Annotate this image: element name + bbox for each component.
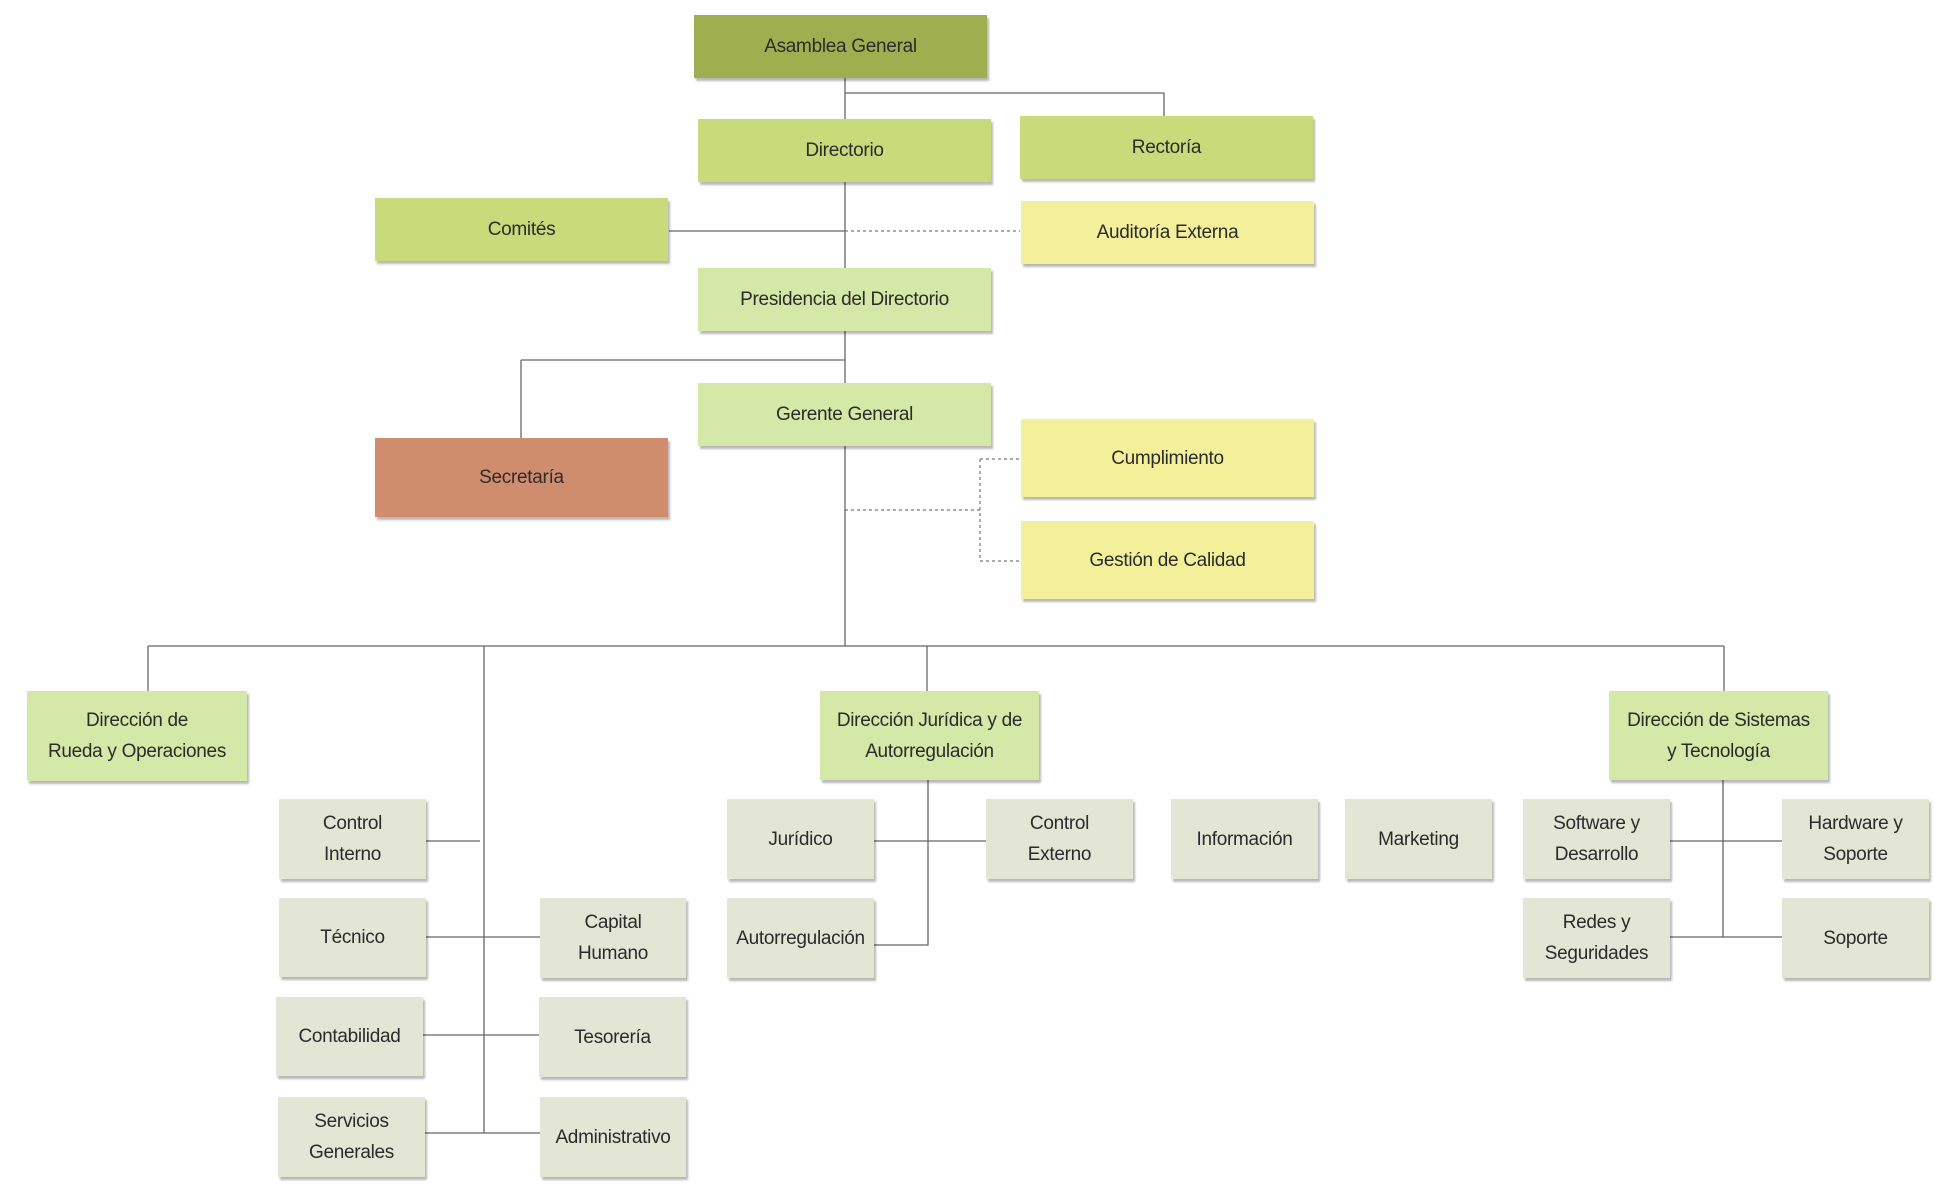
node-asamblea-general: Asamblea General — [694, 15, 987, 78]
node-informacion: Información — [1171, 799, 1318, 879]
node-tecnico: Técnico — [279, 898, 426, 977]
node-servicios-generales: Servicios Generales — [278, 1097, 425, 1177]
node-tesoreria: Tesorería — [539, 997, 686, 1077]
node-autorregulacion: Autorregulación — [727, 898, 874, 978]
node-marketing: Marketing — [1345, 799, 1492, 879]
node-administrativo: Administrativo — [540, 1097, 686, 1177]
node-juridico: Jurídico — [727, 799, 874, 879]
node-comites: Comités — [375, 198, 668, 261]
node-contabilidad: Contabilidad — [276, 997, 423, 1076]
node-hardware-soporte: Hardware y Soporte — [1782, 799, 1929, 879]
node-presidencia-directorio: Presidencia del Directorio — [698, 268, 991, 331]
node-rectoria: Rectoría — [1020, 116, 1313, 179]
node-directorio: Directorio — [698, 119, 991, 182]
node-soporte: Soporte — [1782, 898, 1929, 978]
node-software-desarrollo: Software y Desarrollo — [1523, 799, 1670, 879]
node-direccion-rueda: Dirección de Rueda y Operaciones — [27, 691, 247, 781]
connector — [845, 92, 1165, 116]
node-gerente-general: Gerente General — [698, 383, 991, 446]
node-capital-humano: Capital Humano — [540, 898, 686, 978]
node-direccion-juridica: Dirección Jurídica y de Autorregulación — [820, 691, 1039, 780]
node-direccion-sistemas: Dirección de Sistemas y Tecnología — [1609, 691, 1828, 780]
node-cumplimiento: Cumplimiento — [1021, 419, 1314, 497]
node-auditoria-externa: Auditoría Externa — [1021, 201, 1314, 264]
node-control-externo: Control Externo — [986, 799, 1133, 879]
node-gestion-calidad: Gestión de Calidad — [1021, 521, 1314, 599]
node-redes-seguridades: Redes y Seguridades — [1523, 898, 1670, 978]
connector — [874, 780, 929, 946]
node-secretaria: Secretaría — [375, 438, 668, 517]
node-control-interno: Control Interno — [279, 799, 426, 879]
